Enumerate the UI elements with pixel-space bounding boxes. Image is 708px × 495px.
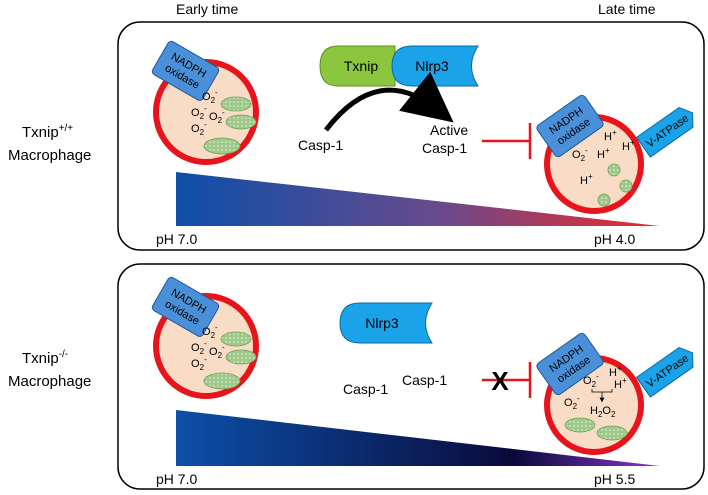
wt-proton-4: H+ — [580, 172, 593, 187]
wt-early-vesicle-1 — [220, 96, 252, 112]
late-time-label: Late time — [598, 1, 656, 17]
ko-proton-2: H+ — [614, 376, 627, 391]
ko-early-vesicle-3 — [203, 372, 241, 390]
wt-label-macrophage: Macrophage — [8, 147, 91, 164]
ko-ph-gradient — [176, 410, 660, 466]
early-time-label: Early time — [176, 1, 238, 17]
wt-early-vesicle-3 — [203, 137, 241, 155]
wt-early-phagosome: NADPH oxidase O2- O2- O2- O2- — [151, 40, 259, 165]
wt-late-nadph-oxidase — [536, 94, 604, 158]
wt-superoxide-3: O2- — [209, 108, 225, 125]
txnip-nlrp3-complex: Txnip Nlrp3 — [319, 45, 479, 87]
ko-label: Txnip-/- — [22, 349, 68, 367]
nlrp3-shape-ko — [339, 302, 433, 344]
wt-superoxide-4: O2- — [191, 120, 207, 137]
ko-vatpase — [635, 346, 694, 398]
wt-early-nadph-oxidase — [151, 40, 220, 101]
wt-proton-1: H+ — [604, 128, 617, 143]
wt-proton-2: H+ — [622, 138, 635, 153]
ko-block-x: X — [491, 366, 509, 396]
ko-casp1-a: Casp-1 — [343, 381, 388, 397]
ko-early-phagosome: NADPH oxidase O2- O2- O2- O2- — [151, 276, 259, 399]
wt-ph-gradient — [176, 172, 660, 226]
ko-late-vesicle-1 — [564, 417, 596, 433]
wt-late-superoxide: O2- — [572, 146, 588, 163]
ko-ph-end: pH 5.5 — [594, 471, 635, 487]
wt-ph-end: pH 4.0 — [594, 231, 635, 247]
wt-superoxide-2: O2- — [191, 104, 207, 121]
ko-early-vesicle-1 — [220, 331, 252, 347]
ko-early-nadph-oxidase — [151, 276, 220, 337]
wt-casp1: Casp-1 — [298, 137, 343, 153]
wt-early-vesicle-2 — [225, 114, 257, 130]
txnip-shape — [319, 45, 396, 87]
wt-superoxide-1: O2- — [202, 88, 218, 105]
ko-late-phagosome: NADPH oxidase V-ATPase O2- H+ H+ O2- H2O… — [536, 332, 694, 455]
ko-early-vesicle-2 — [225, 349, 257, 365]
wt-active-line1: Active — [430, 122, 468, 138]
wt-ph-start: pH 7.0 — [156, 231, 197, 247]
ko-superoxide-3: O2- — [209, 343, 225, 360]
ko-superoxide-late-2: O2- — [564, 394, 580, 411]
activation-arrow — [324, 71, 454, 132]
ko-h2o2: H2O2 — [590, 405, 616, 419]
wt-active-line2: Casp-1 — [422, 140, 467, 156]
ko-reaction-bracket — [591, 389, 613, 400]
wt-late-vesicle-1 — [607, 163, 621, 177]
ko-superoxide-1: O2- — [202, 323, 218, 340]
svg-text:Nlrp3: Nlrp3 — [415, 58, 449, 74]
ko-casp1-b: Casp-1 — [402, 372, 447, 388]
wt-late-vesicle-2 — [619, 179, 633, 193]
ko-nlrp3-label: Nlrp3 — [365, 315, 399, 331]
ko-superoxide-4: O2- — [191, 355, 207, 372]
ko-superoxide-2: O2- — [191, 339, 207, 356]
ko-late-nadph-oxidase — [536, 332, 604, 396]
ko-proton-1: H+ — [609, 364, 622, 379]
wt-label: Txnip+/+ — [22, 123, 73, 141]
wt-proton-3: H+ — [597, 146, 610, 161]
svg-text:Txnip: Txnip — [344, 58, 378, 74]
ko-late-vesicle-2 — [596, 425, 628, 441]
ko-ph-start: pH 7.0 — [156, 471, 197, 487]
ko-superoxide-late-1: O2- — [583, 372, 599, 389]
wt-vatpase — [635, 106, 694, 158]
ko-label-macrophage: Macrophage — [8, 373, 91, 390]
wt-late-vesicle-3 — [597, 193, 611, 207]
